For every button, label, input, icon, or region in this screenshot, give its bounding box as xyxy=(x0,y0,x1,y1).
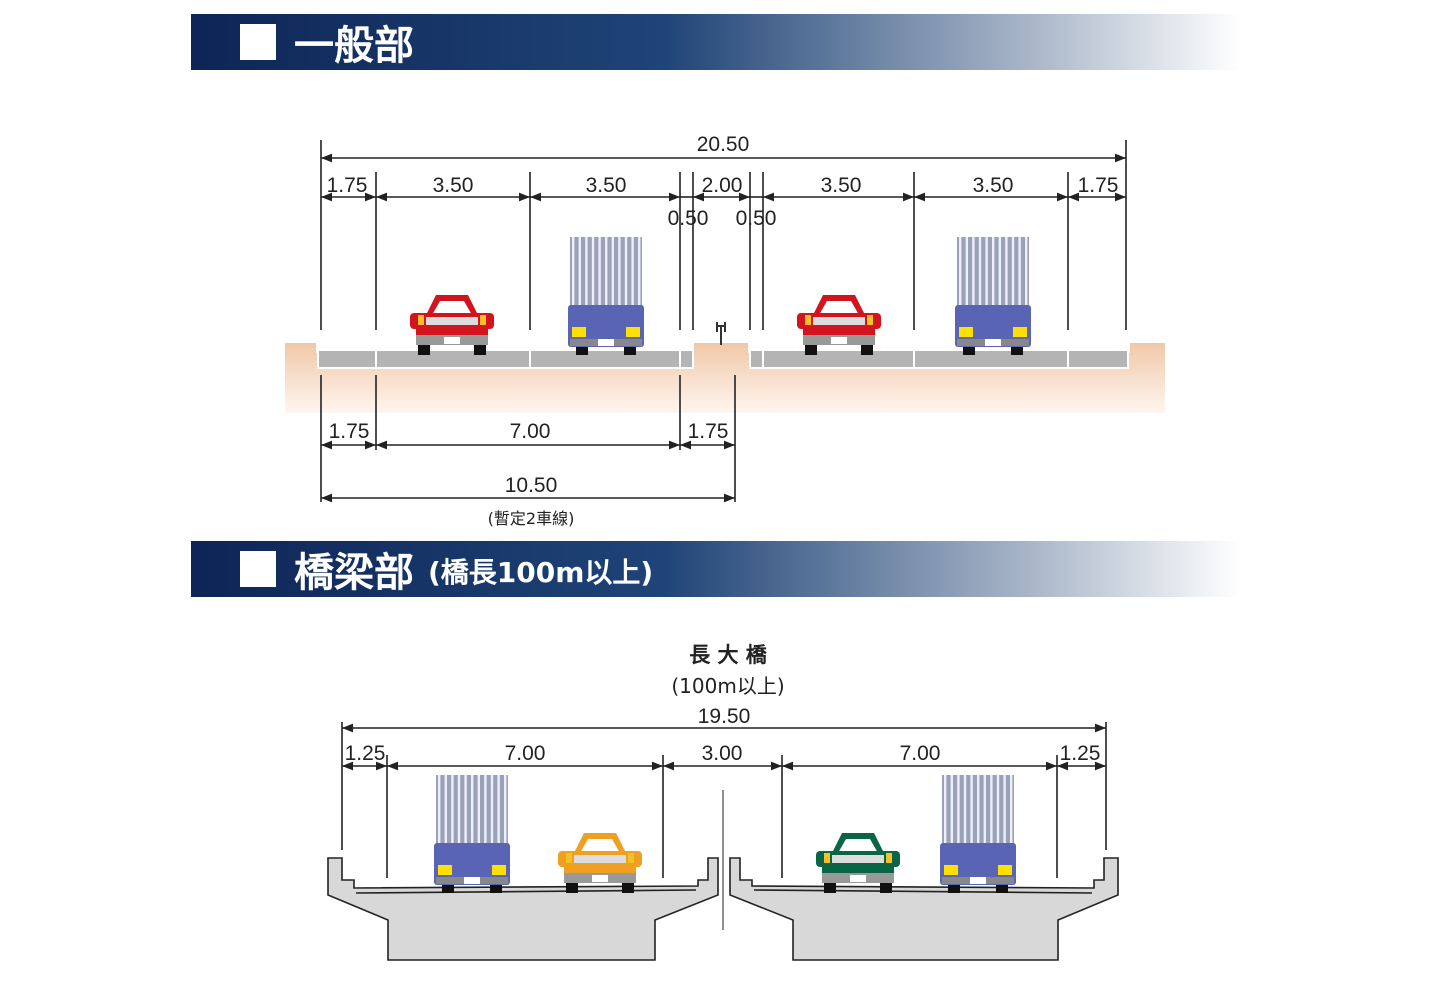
dim-label: 7.00 xyxy=(505,742,546,765)
general-dimensions: 20.50 1.75 3.50 3.50 2.00 3.50 3.50 1.75… xyxy=(320,133,1127,528)
car-icon xyxy=(816,833,900,893)
dim-label: 3.00 xyxy=(702,742,743,765)
car-icon xyxy=(558,833,642,893)
dim-label: 7.00 xyxy=(510,420,551,443)
dim-label: 0.50 xyxy=(668,207,709,230)
section-title-bridge: 橋梁部 xyxy=(294,550,414,596)
square-bullet-icon xyxy=(240,551,276,587)
dim-label: 3.50 xyxy=(973,174,1014,197)
dim-label: 1.75 xyxy=(327,174,368,197)
provisional-width-label: 10.50 xyxy=(505,474,558,497)
dim-label: 0.50 xyxy=(736,207,777,230)
dim-label: 1.75 xyxy=(329,420,370,443)
dim-label: 1.25 xyxy=(1060,742,1101,765)
section-header-general: 一般部 xyxy=(191,14,1241,70)
truck-icon xyxy=(940,775,1016,893)
road-surface-left xyxy=(317,349,694,369)
road-surface-right xyxy=(749,349,1129,369)
girder-left xyxy=(327,857,719,961)
provisional-note: (暫定2車線) xyxy=(488,509,575,528)
car-icon xyxy=(797,295,881,355)
girder-right xyxy=(729,857,1119,961)
dim-label: 1.75 xyxy=(1078,174,1119,197)
dim-label: 3.50 xyxy=(433,174,474,197)
truck-icon xyxy=(568,237,644,355)
square-bullet-icon xyxy=(240,24,276,60)
dim-label: 1.25 xyxy=(345,742,386,765)
dim-label: 3.50 xyxy=(821,174,862,197)
total-width-label: 20.50 xyxy=(697,133,750,156)
bridge-type-label: 長 大 橋 xyxy=(689,643,768,667)
section-header-bridge: 橋梁部 (橋長100m以上) xyxy=(191,541,1241,597)
truck-icon xyxy=(434,775,510,893)
median-barrier-icon xyxy=(716,322,726,345)
bridge-girders xyxy=(327,857,1119,961)
dim-label: 2.00 xyxy=(702,174,743,197)
bridge-dimensions: 1.25 7.00 3.00 7.00 1.25 xyxy=(341,722,1107,878)
dim-label: 7.00 xyxy=(900,742,941,765)
bridge-condition-label: (100m以上) xyxy=(671,674,784,698)
dim-label: 3.50 xyxy=(586,174,627,197)
section-subtitle-bridge: (橋長100m以上) xyxy=(428,556,653,589)
vehicles xyxy=(410,237,1031,893)
total-width-label: 19.50 xyxy=(698,705,751,728)
dim-label: 1.75 xyxy=(688,420,729,443)
section-title-general: 一般部 xyxy=(294,23,414,69)
truck-icon xyxy=(955,237,1031,355)
car-icon xyxy=(410,295,494,355)
